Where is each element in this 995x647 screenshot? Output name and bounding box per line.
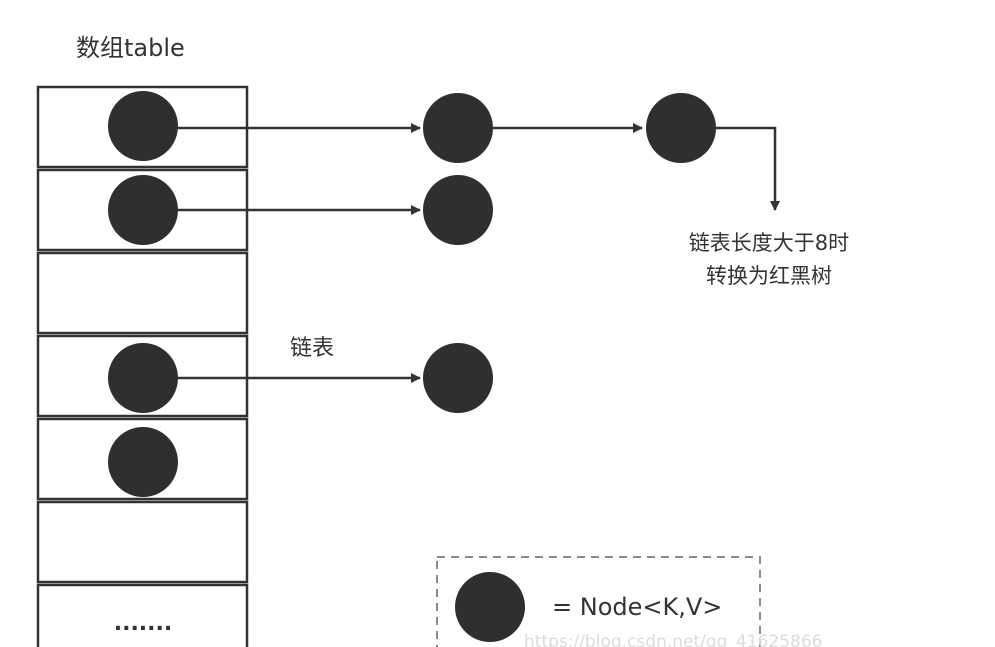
list-node-2a bbox=[423, 175, 493, 245]
node-bucket0 bbox=[108, 91, 178, 161]
links bbox=[178, 123, 780, 383]
legend-box bbox=[436, 556, 761, 647]
array-table bbox=[36, 85, 249, 647]
node-bucket1 bbox=[108, 175, 178, 245]
list-node-1a bbox=[423, 93, 493, 163]
node-bucket4 bbox=[108, 427, 178, 497]
ellipsis-text: ....... bbox=[114, 611, 173, 636]
bucket-6 bbox=[36, 583, 249, 647]
list-node-1b bbox=[646, 93, 716, 163]
bucket-5 bbox=[36, 500, 249, 584]
list-node-3a bbox=[423, 343, 493, 413]
linked-list-label: 链表 bbox=[290, 336, 334, 361]
arrow-to-tree-conversion bbox=[716, 126, 780, 211]
bucket-2 bbox=[36, 251, 249, 335]
legend: = Node<K,V> bbox=[436, 556, 761, 647]
conversion-note-line-1: 链表长度大于8时 bbox=[689, 231, 849, 255]
node-bucket3 bbox=[108, 343, 178, 413]
legend-text: = Node<K,V> bbox=[552, 593, 722, 621]
legend-node-icon bbox=[455, 572, 525, 642]
conversion-note-line-2: 转换为红黑树 bbox=[706, 264, 832, 288]
watermark-text: https://blog.csdn.net/qq_41625866 bbox=[524, 632, 822, 647]
array-table-title: 数组table bbox=[76, 34, 185, 62]
nodes bbox=[108, 91, 716, 497]
